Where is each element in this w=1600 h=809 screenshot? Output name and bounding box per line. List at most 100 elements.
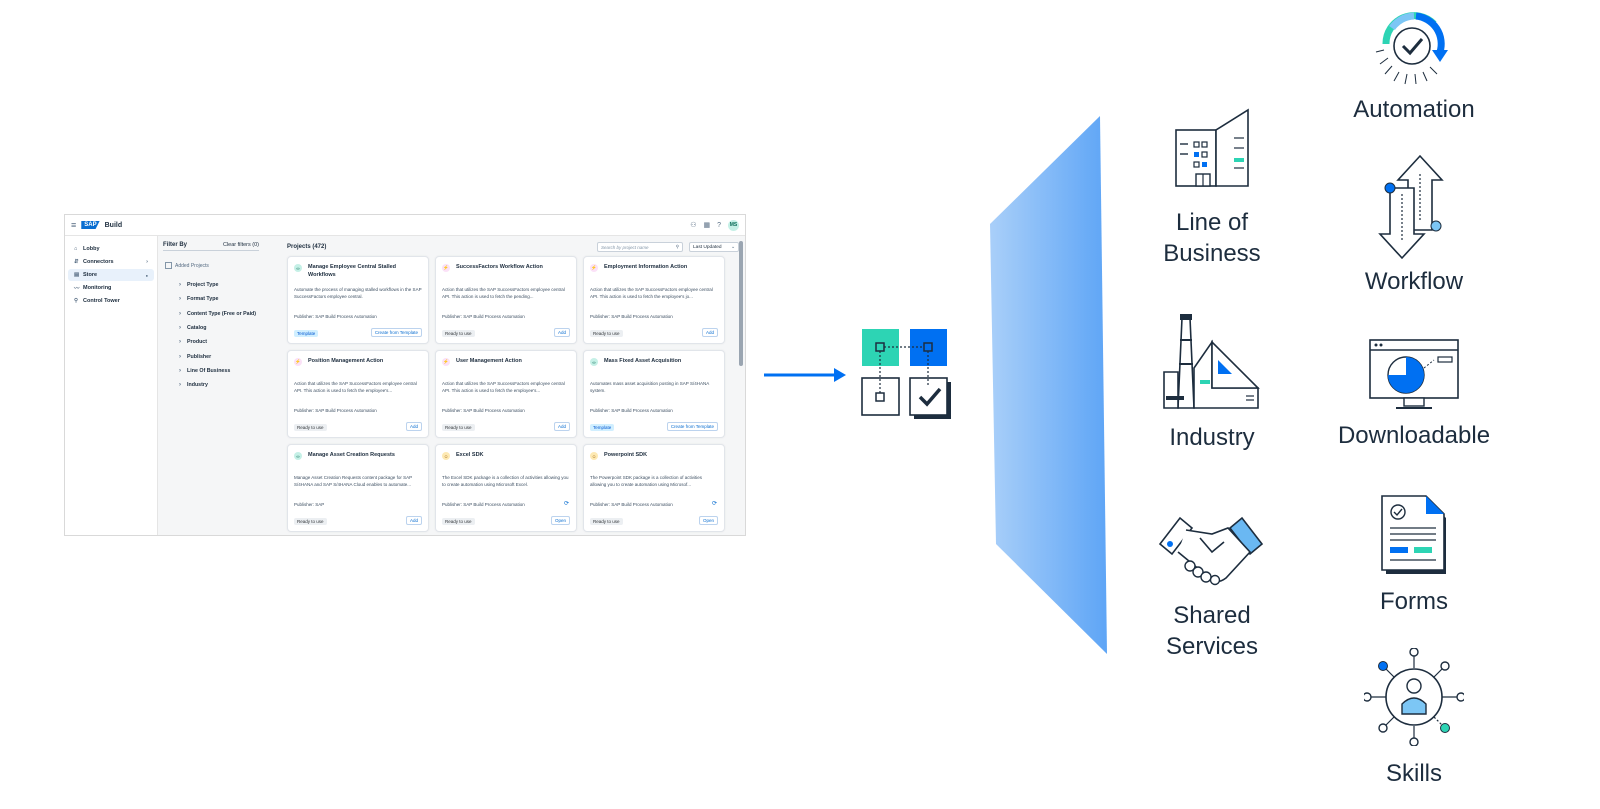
chevron-down-icon: ⌄ — [730, 244, 735, 250]
handshake-icon — [1158, 516, 1264, 586]
shell-bar: ≡ SAP Build ⚇ ▦ ? MS — [65, 215, 745, 236]
category-industry: Industry — [1169, 424, 1255, 451]
project-card-publisher: Publisher: SAP Build Process Automation — [442, 502, 525, 507]
card-action-button[interactable]: Add — [405, 422, 422, 431]
nav-label: Connectors — [83, 259, 114, 265]
card-action-button[interactable]: Create from Template — [370, 328, 422, 337]
project-type-icon: ∞ — [294, 452, 302, 460]
refresh-icon[interactable]: ⟳ — [711, 501, 717, 507]
connector-icon: ⇵ — [74, 259, 79, 265]
filter-title: Filter By — [163, 242, 188, 248]
sap-build-store-screenshot: ≡ SAP Build ⚇ ▦ ? MS ⌂ Lobby ⇵ Connectors ›… — [64, 214, 746, 536]
nav-item-connectors[interactable]: ⇵Connectors› — [68, 256, 154, 268]
card-action-button[interactable]: Create from Template — [666, 422, 718, 431]
project-card-title[interactable]: Excel SDK — [456, 452, 484, 458]
skills-network-icon — [1364, 648, 1464, 746]
status-badge: Ready to use — [590, 518, 623, 525]
project-card[interactable]: ∞ Manage Employee Central Stalled Workflo… — [287, 256, 429, 344]
control-tower-icon: ⚲ — [74, 298, 79, 304]
chevron-right-icon: › — [179, 296, 181, 303]
nav-item-lobby[interactable]: ⌂ Lobby — [68, 243, 154, 255]
clear-filters-link[interactable]: Clear filters (0) — [222, 242, 259, 248]
card-action-button[interactable]: Open — [698, 516, 718, 525]
card-action-button[interactable]: Add — [553, 422, 570, 431]
project-type-icon: ∞ — [294, 264, 302, 272]
project-card-description: Automate the process of managing stalled… — [294, 287, 422, 300]
project-card-publisher: Publisher: SAP Build Process Automation — [590, 314, 673, 319]
project-card-title[interactable]: User Management Action — [456, 358, 522, 364]
project-type-icon: ☺ — [442, 452, 450, 460]
card-action-button[interactable]: Open — [550, 516, 570, 525]
chevron-right-icon: › — [179, 325, 181, 332]
nav-item-store[interactable]: ▤Store● — [68, 269, 154, 281]
project-card-description: The Powerpoint SDK package is a collecti… — [590, 475, 703, 488]
project-card-title[interactable]: Powerpoint SDK — [604, 452, 648, 458]
checkbox-label: Added Projects — [175, 262, 209, 269]
nav-label: Lobby — [83, 246, 100, 252]
project-card-title[interactable]: SuccessFactors Workflow Action — [456, 264, 543, 270]
card-action-button[interactable]: Add — [405, 516, 422, 525]
added-projects-checkbox[interactable]: Added Projects — [165, 262, 259, 269]
help-icon[interactable]: ? — [717, 221, 721, 229]
filter-project-type[interactable]: ›Project Type — [163, 278, 259, 292]
nav-item-monitoring[interactable]: 〰Monitoring — [68, 282, 154, 294]
chevron-right-icon: › — [179, 382, 181, 389]
sort-select[interactable]: Last Updated⌄ — [689, 242, 739, 252]
apps-icon[interactable]: ▦ — [703, 222, 711, 229]
project-card-title[interactable]: Employment Information Action — [604, 264, 688, 270]
nav-label: Monitoring — [83, 285, 112, 291]
nav-label: Control Tower — [83, 298, 120, 304]
notifications-icon[interactable]: ⚇ — [690, 222, 697, 229]
monitoring-icon: 〰 — [74, 286, 80, 292]
filter-industry[interactable]: › Industry — [163, 378, 259, 392]
filter-line-of-business[interactable]: ›Line Of Business — [163, 364, 259, 378]
project-card[interactable]: ☺ Powerpoint SDK The Powerpoint SDK packag… — [583, 444, 725, 532]
filter-publisher[interactable]: ›Publisher — [163, 349, 259, 363]
filter-format-type[interactable]: › Format Type — [163, 292, 259, 306]
card-action-button[interactable]: Add — [701, 328, 718, 337]
projects-section: Projects (472) Search by project name⚲ L… — [287, 242, 739, 532]
filter-catalog[interactable]: ›Catalog — [163, 321, 259, 335]
nav-item-control-tower[interactable]: ⚲ Control Tower — [68, 295, 154, 307]
automation-gauge-icon — [1375, 12, 1448, 85]
project-card-description: Action that utilizes the SAP SuccessFact… — [294, 381, 417, 394]
project-card-title[interactable]: Position Management Action — [308, 358, 384, 364]
store-icon: ▤ — [74, 272, 80, 278]
project-card-title[interactable]: Mass Fixed Asset Acquisition — [604, 358, 682, 364]
menu-icon[interactable]: ≡ — [71, 220, 77, 230]
filter-content-type[interactable]: ›Content Type (Free or Paid) — [163, 307, 259, 321]
project-type-icon: ∞ — [590, 358, 598, 366]
avatar[interactable]: MS — [728, 219, 739, 231]
status-badge: Ready to use — [442, 518, 475, 525]
filter-label: Format Type — [187, 296, 219, 303]
status-badge: Ready to use — [442, 330, 475, 337]
project-card-title[interactable]: Manage Employee Central Stalled Workflow… — [308, 264, 397, 278]
search-input[interactable]: Search by project name⚲ — [597, 242, 683, 252]
chevron-right-icon: › — [179, 353, 181, 360]
search-icon[interactable]: ⚲ — [675, 244, 679, 249]
status-badge: Template — [590, 424, 615, 431]
factory-icon — [1163, 314, 1260, 409]
project-type-icon: ☺ — [590, 452, 598, 460]
project-card-title[interactable]: Manage Asset Creation Requests — [308, 452, 395, 458]
home-icon: ⌂ — [74, 246, 78, 252]
project-type-icon: ⚡ — [590, 264, 598, 272]
sap-logo: SAP — [81, 221, 100, 229]
filter-product[interactable]: ›Product — [163, 335, 259, 349]
app-name: Build — [104, 221, 123, 229]
filter-label: Industry — [187, 382, 208, 389]
integration-blocks-icon — [861, 329, 951, 419]
scrollbar[interactable] — [739, 241, 743, 366]
status-badge: Ready to use — [294, 424, 327, 431]
refresh-icon[interactable]: ⟳ — [563, 501, 569, 507]
checkbox-icon — [165, 262, 172, 269]
project-type-icon: ⚡ — [294, 358, 302, 366]
card-action-button[interactable]: Add — [553, 328, 570, 337]
